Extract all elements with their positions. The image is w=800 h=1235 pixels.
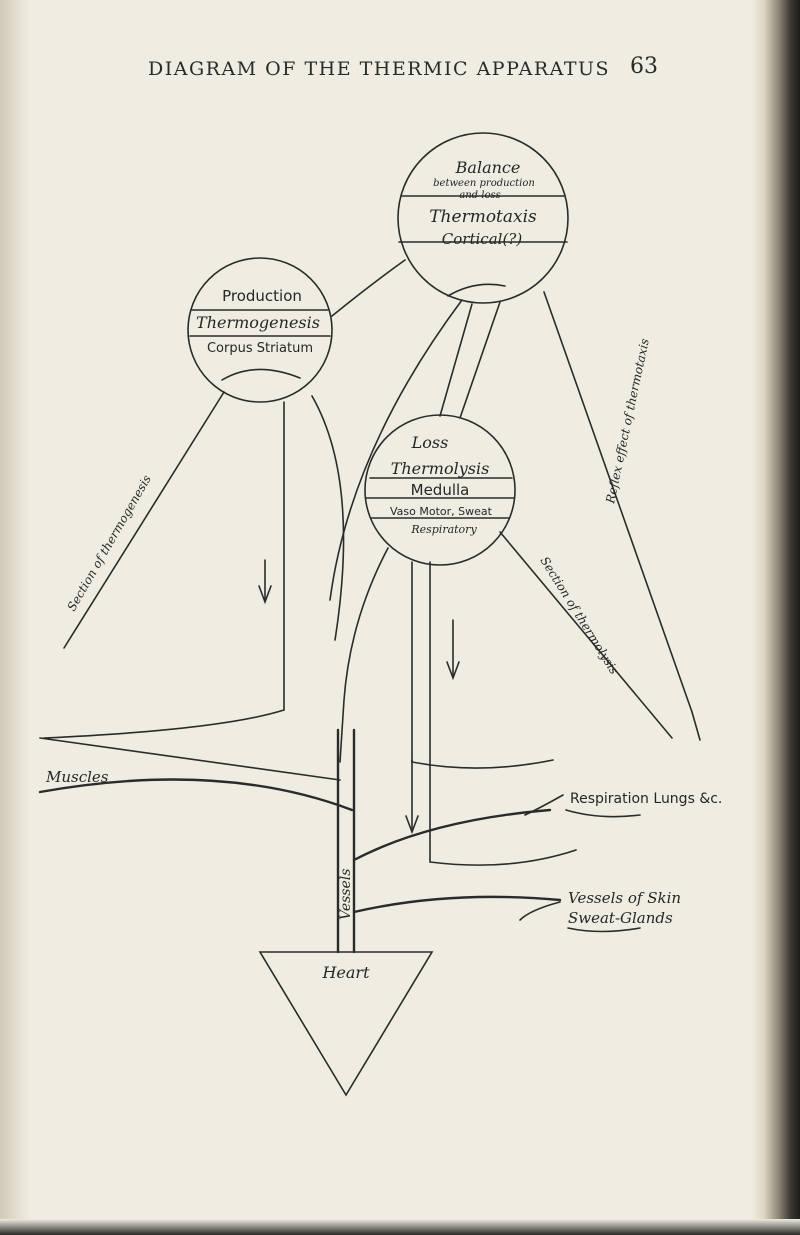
respiration-label: Respiration Lungs &c. (570, 791, 722, 807)
skin-top-line (691, 711, 701, 741)
loss-centres: Vaso Motor, Sweat (390, 505, 493, 518)
production-circle (187, 257, 333, 403)
balance-to-loss-line (439, 303, 473, 417)
respiration-connector (411, 759, 554, 769)
respiration-bracket (524, 794, 564, 816)
loss-to-heart-path (339, 547, 389, 763)
page-edge-bottom (0, 1219, 800, 1235)
balance-title: Balance (455, 158, 521, 177)
production-arrow-head (258, 585, 272, 605)
cortical-path-label: Reflex effect of thermotaxis (603, 337, 652, 505)
muscles-line (39, 737, 341, 781)
balance-to-skin-line (543, 291, 693, 713)
production-name: Thermogenesis (196, 313, 320, 332)
muscles-label: Muscles (45, 768, 109, 786)
loss-title: Loss (411, 433, 449, 452)
balance-name: Thermotaxis (429, 207, 537, 227)
balance-to-production-line (331, 259, 406, 317)
production-title: Production (222, 287, 302, 305)
vessel-to-skin (352, 895, 562, 914)
loss-path-label: Section of thermolysis (537, 554, 621, 677)
production-to-muscles-line (63, 391, 225, 649)
production-path-label: Section of thermogenesis (64, 473, 153, 614)
respiration-underline (565, 809, 641, 818)
balance-location: Cortical(?) (442, 230, 523, 248)
page-gutter-left (0, 0, 30, 1235)
vessel-to-respiration (352, 808, 552, 862)
production-to-muscles-path (43, 401, 285, 739)
page-number: 63 (630, 54, 658, 79)
balance-circle (397, 132, 569, 304)
page-edge-right (752, 0, 800, 1235)
skin-underline (567, 927, 641, 933)
loss-centres-2: Respiratory (410, 523, 477, 536)
loss-arrow-head (446, 661, 460, 681)
production-location: Corpus Striatum (207, 341, 313, 356)
balance-notch (447, 283, 506, 297)
loss-name: Thermolysis (391, 459, 490, 478)
production-notch (221, 368, 301, 381)
loss-to-respiration-diagonal (499, 531, 673, 739)
muscles-path (38, 778, 354, 812)
skin-label-2: Sweat-Glands (568, 909, 673, 927)
loss-location: Medulla (411, 481, 470, 499)
heart-label: Heart (321, 963, 370, 982)
running-title: DIAGRAM OF THE THERMIC APPARATUS (148, 58, 611, 80)
balance-to-heart-path (329, 299, 463, 601)
skin-label-1: Vessels of Skin (568, 889, 681, 907)
loss-to-skin-path (429, 561, 577, 866)
balance-subtitle-1: between production (433, 178, 535, 189)
balance-subtitle-2: and loss (459, 190, 500, 201)
skin-bracket (519, 901, 561, 921)
vessels-label: Vessels (338, 869, 354, 920)
heart-triangle (258, 951, 434, 1097)
production-to-heart-line (311, 395, 345, 641)
balance-to-loss-line-2 (459, 301, 501, 419)
loss-arrow-2-head (405, 815, 419, 835)
